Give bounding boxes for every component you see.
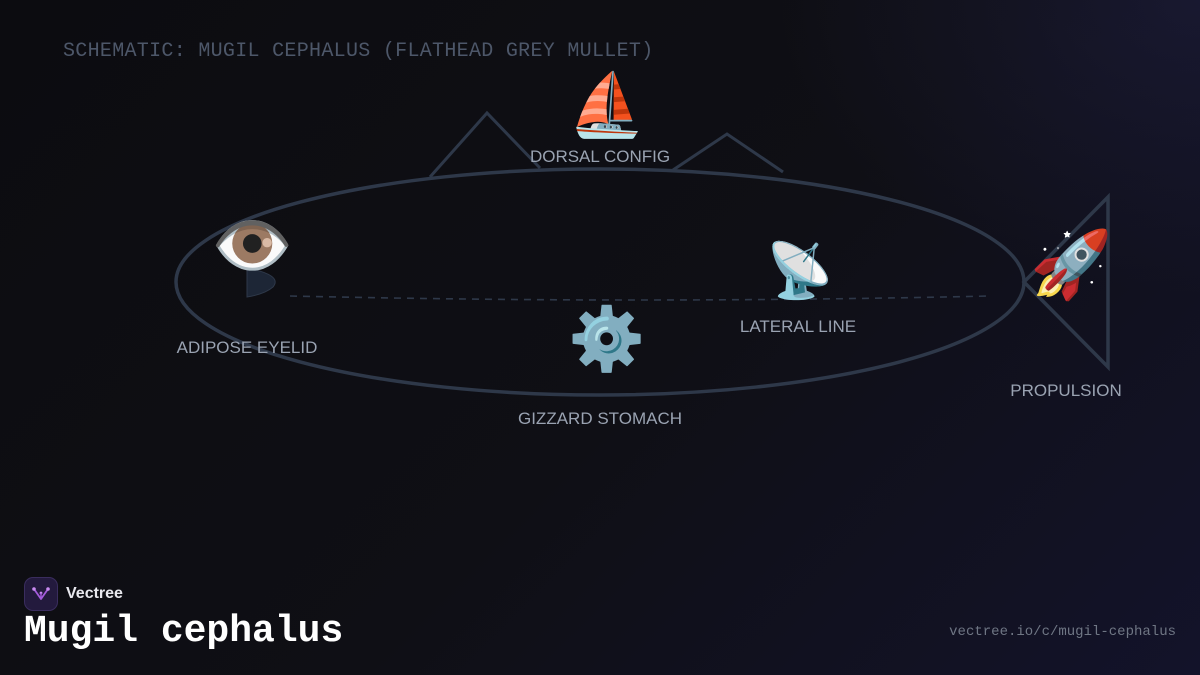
gear-icon: ⚙️ [568, 302, 646, 375]
label-gizzard-stomach: GIZZARD STOMACH [517, 409, 683, 428]
rocket-icon: 🚀 [1030, 226, 1113, 303]
eye-icon: 👁️ [211, 207, 294, 284]
fish-body [174, 167, 1026, 397]
page-url-link[interactable]: vectree.io/c/mugil-cephalus [949, 624, 1176, 640]
vectree-logo-icon [24, 577, 58, 611]
brand-name: Vectree [66, 585, 123, 602]
page-title: Mugil cephalus [24, 610, 344, 653]
label-propulsion: PROPULSION [1010, 381, 1122, 400]
label-lateral-line: LATERAL LINE [739, 317, 857, 336]
label-adipose-eyelid: ADIPOSE EYELID [176, 338, 318, 357]
satellite-dish-icon: 📡 [766, 239, 834, 302]
schematic-title: SCHEMATIC: MUGIL CEPHALUS (FLATHEAD GREY… [63, 40, 654, 63]
tail-fin [1021, 192, 1110, 372]
label-dorsal-config: DORSAL CONFIG [529, 147, 671, 166]
eyelid-crescent [246, 267, 276, 298]
dorsal-fin-front [428, 110, 542, 178]
sailboat-icon: ⛵ [568, 68, 646, 141]
lateral-line [289, 295, 991, 301]
brand[interactable]: Vectree [24, 577, 123, 611]
dorsal-fin-rear [672, 132, 784, 174]
